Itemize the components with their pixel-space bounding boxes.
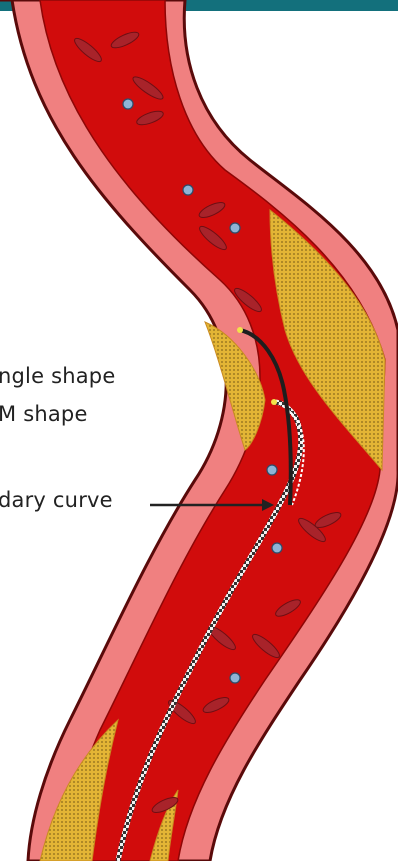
platelet: [230, 223, 240, 233]
platelet: [230, 673, 240, 683]
platelet: [183, 185, 193, 195]
label-angle-shape: ngle shape: [0, 364, 115, 388]
platelet: [123, 99, 133, 109]
platelet: [272, 543, 282, 553]
label-m-shape: M shape: [0, 402, 88, 426]
label-secondary-curve: dary curve: [0, 488, 113, 512]
platelet: [267, 465, 277, 475]
catheter-tip: [237, 327, 243, 333]
catheter-tip-secondary: [271, 399, 277, 405]
